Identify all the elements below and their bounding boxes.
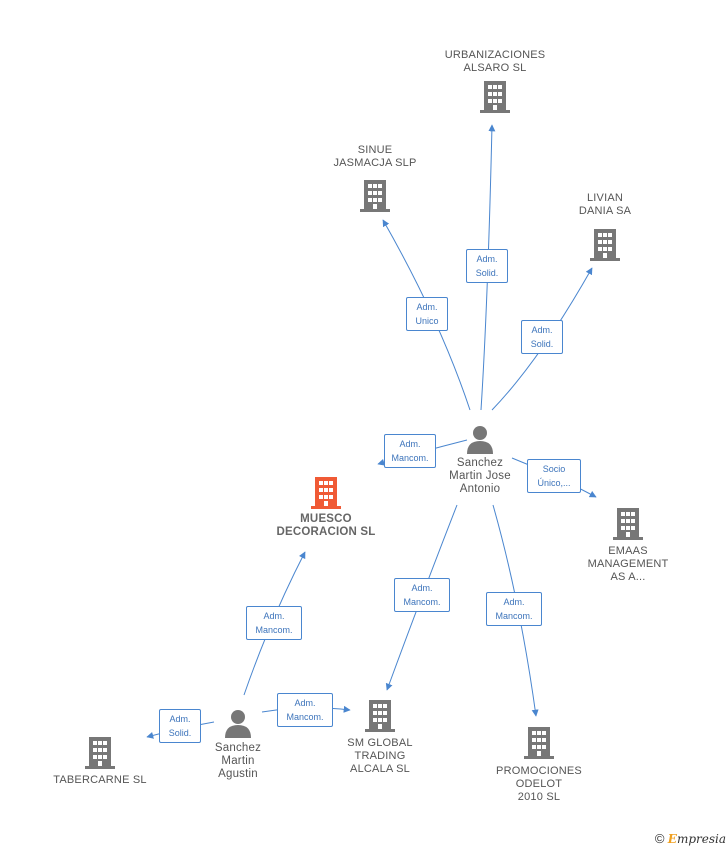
company-label: SINUE JASMACJA SLP bbox=[333, 144, 417, 169]
building-icon bbox=[85, 737, 115, 769]
brand-footer: © Empresia bbox=[655, 831, 726, 846]
building-icon-highlighted bbox=[311, 477, 341, 509]
building-icon bbox=[590, 229, 620, 261]
person-icon bbox=[467, 426, 493, 454]
company-label: PROMOCIONES ODELOT 2010 SL bbox=[496, 765, 582, 803]
company-label: SM GLOBAL TRADING ALCALA SL bbox=[347, 737, 413, 775]
relation-label-livian[interactable]: Adm. Solid. bbox=[521, 320, 563, 354]
company-label: TABERCARNE SL bbox=[53, 774, 147, 786]
edge-jose-urbanizaciones bbox=[480, 124, 496, 411]
person-sanchez-martin-agustin[interactable]: Sanchez Martin Agustin bbox=[198, 708, 278, 781]
relation-label-sinue[interactable]: Adm. Unico bbox=[406, 297, 448, 331]
relation-label-promociones[interactable]: Adm. Mancom. bbox=[486, 592, 542, 626]
person-label: Sanchez Martin Jose Antonio bbox=[449, 457, 511, 495]
person-icon bbox=[225, 710, 251, 738]
relation-label-muesco-agustin[interactable]: Adm. Mancom. bbox=[246, 606, 302, 640]
company-sinue-jasmacja[interactable]: SINUE JASMACJA SLP bbox=[315, 144, 435, 212]
company-label: LIVIAN DANIA SA bbox=[578, 192, 632, 217]
company-muesco-decoracion[interactable]: MUESCO DECORACION SL bbox=[261, 475, 391, 539]
company-urbanizaciones-alsaro[interactable]: URBANIZACIONES ALSARO SL bbox=[430, 49, 560, 113]
building-icon bbox=[480, 81, 510, 113]
relation-label-muesco-jose[interactable]: Adm. Mancom. bbox=[384, 434, 436, 468]
company-label: URBANIZACIONES ALSARO SL bbox=[444, 49, 546, 74]
relation-label-tabercarne[interactable]: Adm. Solid. bbox=[159, 709, 201, 743]
relation-label-smglobal-jose[interactable]: Adm. Mancom. bbox=[394, 578, 450, 612]
building-icon bbox=[360, 180, 390, 212]
copyright-symbol: © bbox=[654, 831, 665, 846]
company-emaas-management[interactable]: EMAAS MANAGEMENT AS A... bbox=[578, 506, 678, 584]
company-tabercarne[interactable]: TABERCARNE SL bbox=[45, 735, 155, 787]
company-livian-dania[interactable]: LIVIAN DANIA SA bbox=[555, 192, 655, 261]
building-icon bbox=[613, 508, 643, 540]
brand-logo: Empresia bbox=[668, 832, 726, 846]
building-icon bbox=[365, 700, 395, 732]
company-label: EMAAS MANAGEMENT AS A... bbox=[587, 545, 669, 583]
person-sanchez-martin-jose-antonio[interactable]: Sanchez Martin Jose Antonio bbox=[435, 424, 525, 496]
relation-label-urbanizaciones[interactable]: Adm. Solid. bbox=[466, 249, 508, 283]
company-label: MUESCO DECORACION SL bbox=[276, 513, 376, 538]
brand-initial: E bbox=[667, 832, 677, 846]
relation-label-emaas[interactable]: Socio Único,... bbox=[527, 459, 581, 493]
brand-name: mpresia bbox=[676, 832, 726, 846]
building-icon bbox=[524, 727, 554, 759]
company-sm-global-trading[interactable]: SM GLOBAL TRADING ALCALA SL bbox=[330, 698, 430, 776]
person-label: Sanchez Martin Agustin bbox=[214, 742, 262, 780]
relation-label-smglobal-agustin[interactable]: Adm. Mancom. bbox=[277, 693, 333, 727]
company-promociones-odelot[interactable]: PROMOCIONES ODELOT 2010 SL bbox=[484, 725, 594, 804]
